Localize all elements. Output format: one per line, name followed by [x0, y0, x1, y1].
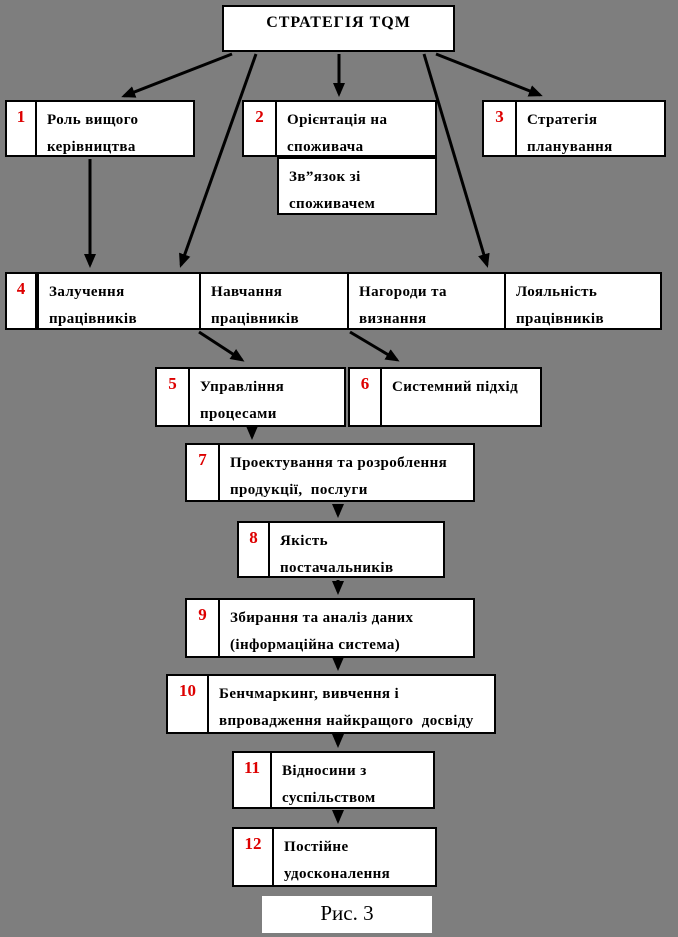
box-2-sub-label: Зв”язок зі споживачем [289, 169, 376, 212]
box-2-sub: Зв”язок зі споживачем [277, 157, 437, 215]
arrow-row4-to-box5 [198, 330, 245, 362]
box-9: 9 Збирання та аналіз даних (інформаційна… [185, 598, 475, 658]
arrow-row4-to-box6 [349, 330, 400, 362]
box-8-label: Якість постачальників [280, 533, 394, 576]
box-1-number: 1 [7, 102, 37, 155]
figure-caption: Рис. 3 [262, 896, 432, 933]
box-10-number: 10 [168, 676, 209, 732]
box-4-number: 4 [7, 274, 37, 328]
box-1: 1 Роль вищого керівництва [5, 100, 195, 157]
box-4-cell-rewards-recognition: Нагороди та визнання [347, 274, 504, 328]
box-11-number: 11 [234, 753, 272, 807]
box-4-cell-employee-loyalty: Лояльність працівників [504, 274, 660, 328]
figure-caption-label: Рис. 3 [320, 901, 374, 925]
box-4-cell-employee-involvement: Залучення працівників [37, 274, 199, 328]
box-7-number: 7 [187, 445, 220, 500]
box-8: 8 Якість постачальників [237, 521, 445, 578]
box-4-cell-employee-training: Навчання працівників [199, 274, 347, 328]
box-7: 7 Проектування та розроблення продукції,… [185, 443, 475, 502]
box-1-label: Роль вищого керівництва [47, 112, 139, 155]
box-9-label: Збирання та аналіз даних (інформаційна с… [230, 610, 414, 653]
box-11-label: Відносини з суспільством [282, 763, 376, 806]
box-5-label: Управління процесами [200, 379, 285, 422]
box-6-label: Системний підхід [392, 379, 519, 395]
box-3: 3 Стратегія планування [482, 100, 666, 157]
box-2-number: 2 [244, 102, 277, 155]
box-8-number: 8 [239, 523, 270, 576]
arrow-title-to-box1 [121, 52, 233, 98]
arrow-title-to-box3 [435, 52, 543, 97]
box-6-number: 6 [350, 369, 382, 425]
box-2-label: Орієнтація на споживача [287, 112, 388, 155]
box-3-label: Стратегія планування [527, 112, 613, 155]
box-7-label: Проектування та розроблення продукції, п… [230, 455, 448, 498]
box-12-number: 12 [234, 829, 274, 885]
title-box: СТРАТЕГІЯ TQM [222, 5, 455, 52]
box-10: 10 Бенчмаркинг, вивчення і впровадження … [166, 674, 496, 734]
box-4-row: 4 Залучення працівників Навчання працівн… [5, 272, 662, 330]
box-3-number: 3 [484, 102, 517, 155]
box-6: 6 Системний підхід [348, 367, 542, 427]
box-9-number: 9 [187, 600, 220, 656]
box-12: 12 Постійне удосконалення [232, 827, 437, 887]
box-12-label: Постійне удосконалення [284, 839, 391, 882]
box-10-label: Бенчмаркинг, вивчення і впровадження най… [219, 686, 474, 729]
box-5: 5 Управління процесами [155, 367, 346, 427]
arrow-title-to-row4-left [179, 53, 258, 268]
title-label: СТРАТЕГІЯ TQM [266, 14, 411, 31]
box-5-number: 5 [157, 369, 190, 425]
box-2: 2 Орієнтація на споживача [242, 100, 437, 157]
box-11: 11 Відносини з суспільством [232, 751, 435, 809]
